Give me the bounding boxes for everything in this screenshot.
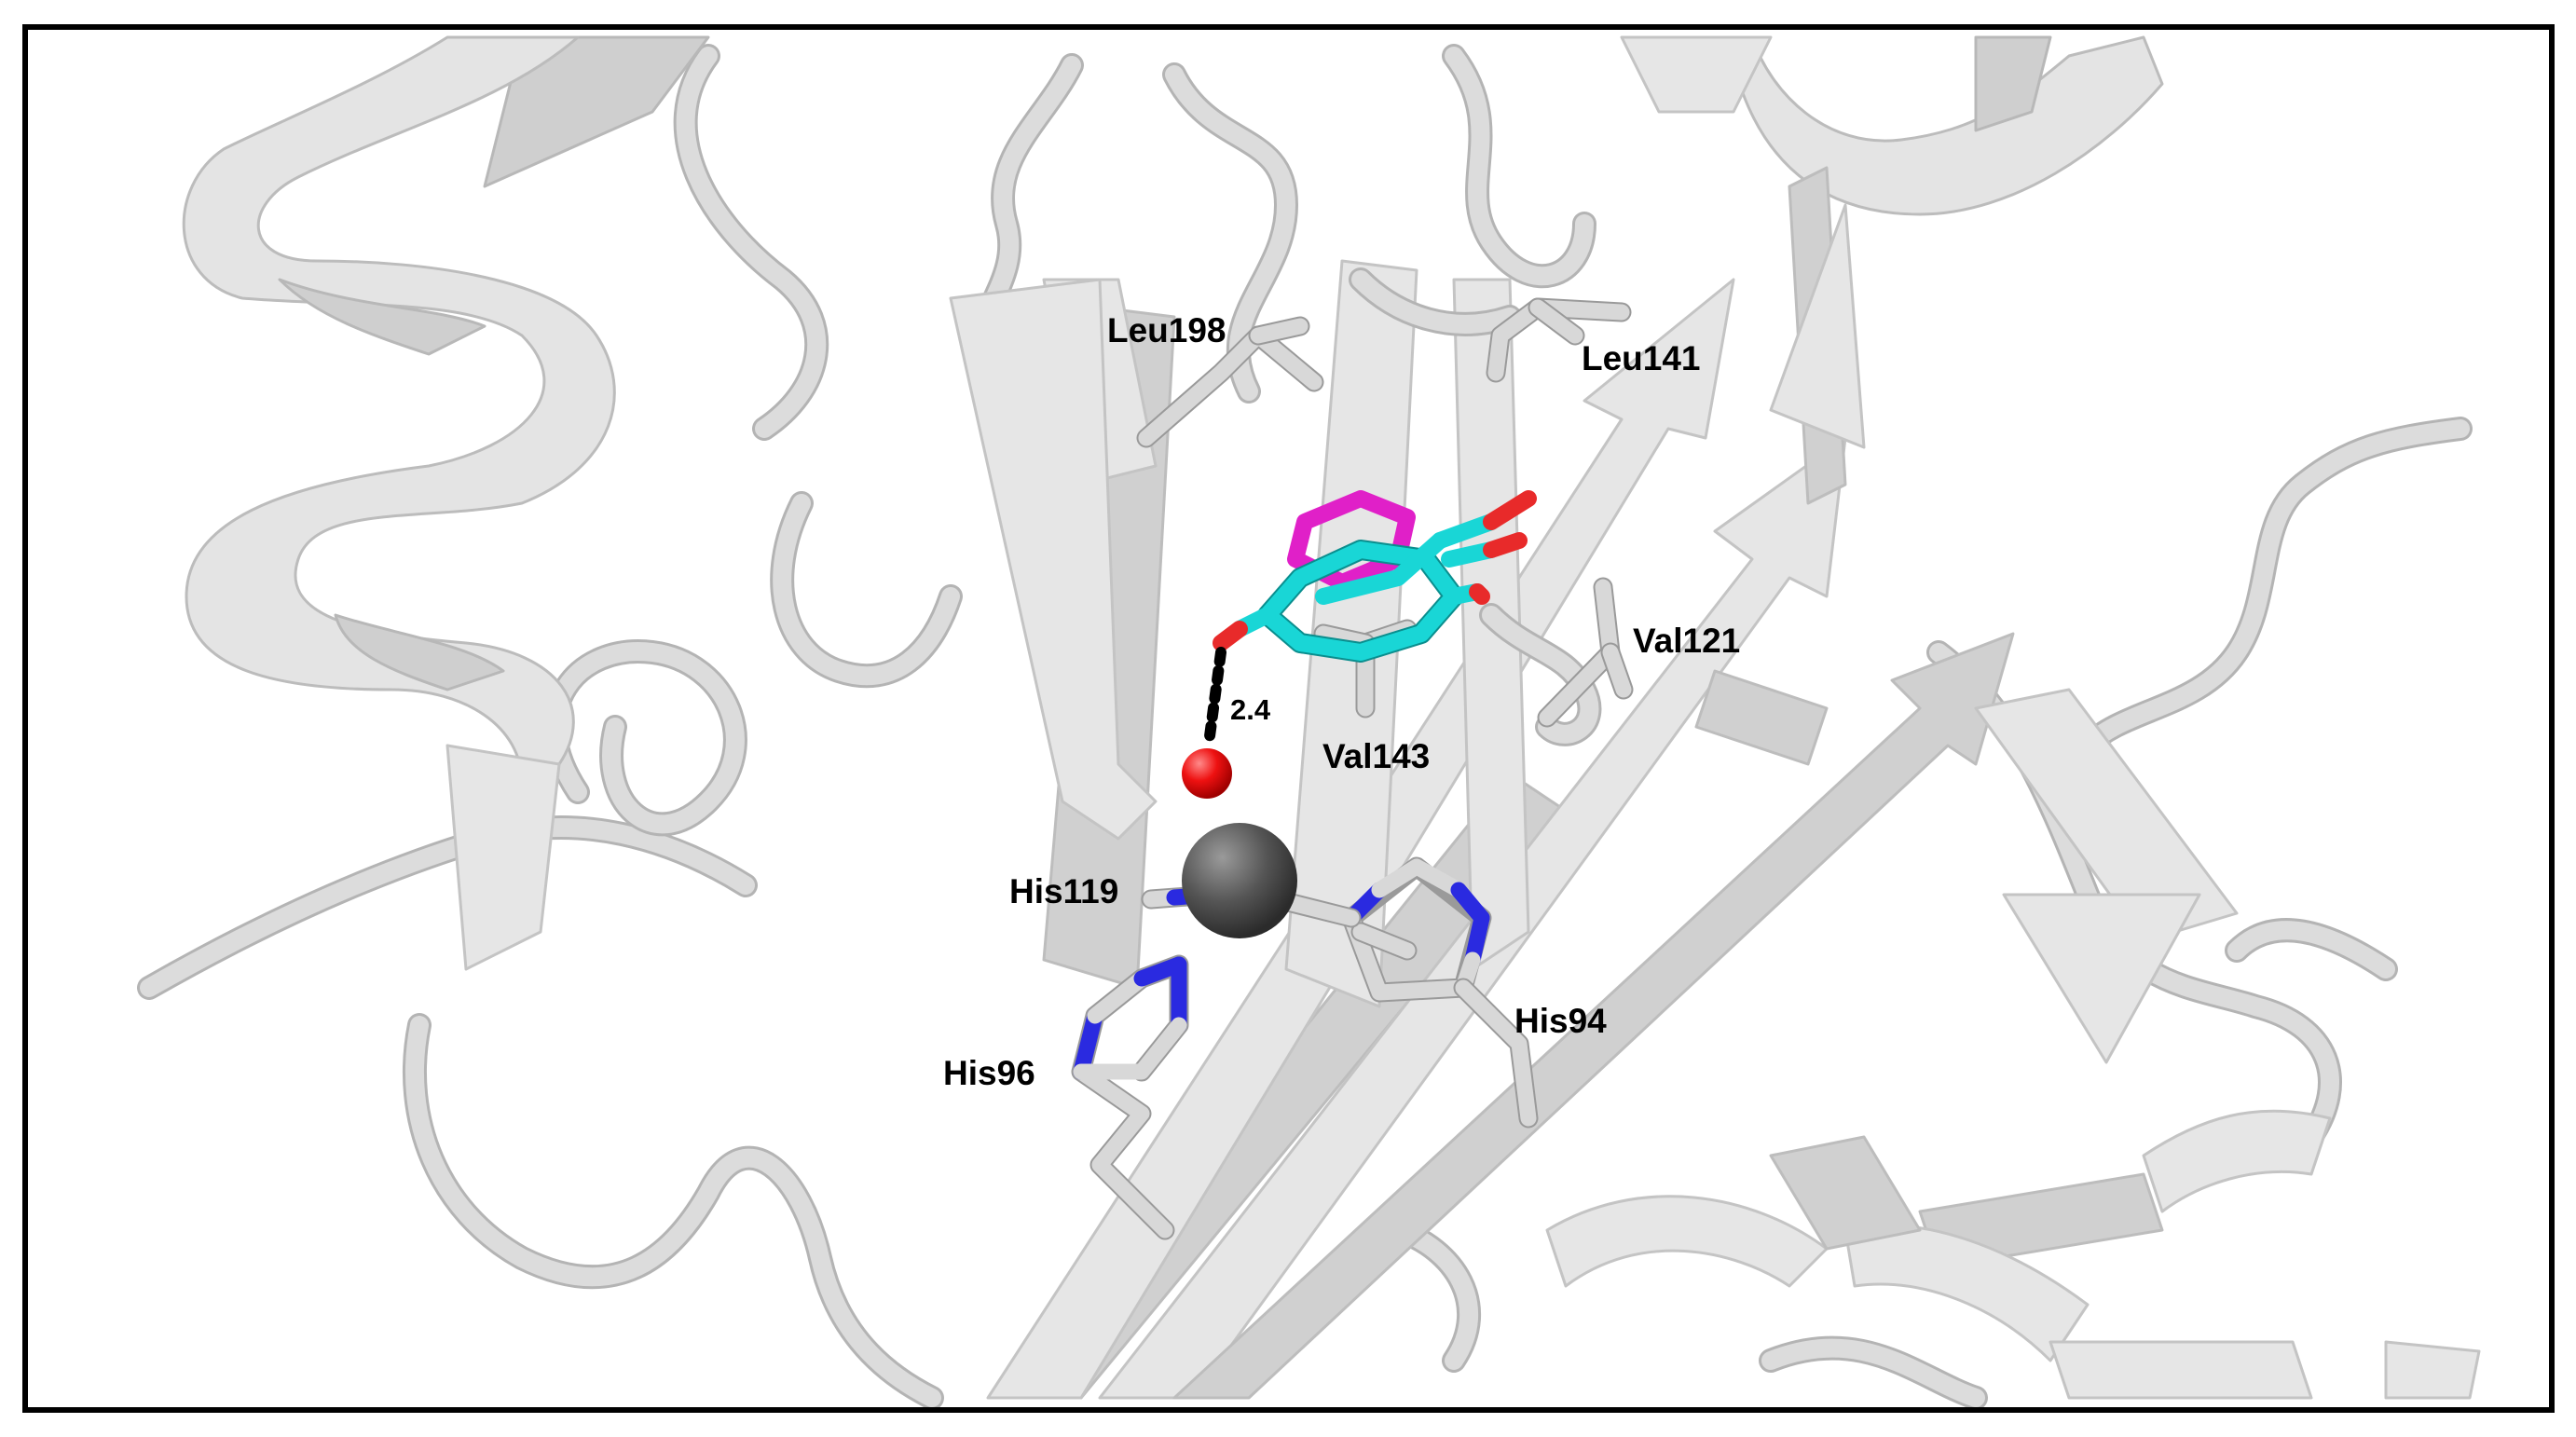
hbond-distance-label: 2.4 [1230,693,1271,726]
helix-left [182,35,710,971]
label-his94: His94 [1514,1002,1607,1040]
protein-cartoon [137,35,2481,1407]
label-his96: His96 [943,1054,1035,1092]
label-leu141: Leu141 [1582,339,1701,377]
zinc-ion-sphere [1182,823,1297,938]
residue-leu141 [1486,297,1632,383]
label-val121: Val121 [1633,622,1740,660]
label-his119: His119 [1009,872,1118,910]
helix-top-right [1620,35,2164,216]
hydrogen-bond [1204,647,1226,742]
residue-val121 [1537,577,1634,728]
water-oxygen-sphere [1182,748,1232,799]
bottom-right-sheets [1545,1109,2481,1400]
label-val143: Val143 [1322,737,1430,775]
residue-his96 [1071,954,1189,1240]
residue-leu198 [1136,316,1324,448]
ligand-magenta [1287,490,1416,591]
ligand-cyan [1213,490,1537,663]
label-leu198: Leu198 [1107,311,1226,349]
residue-his94 [1341,856,1539,1129]
